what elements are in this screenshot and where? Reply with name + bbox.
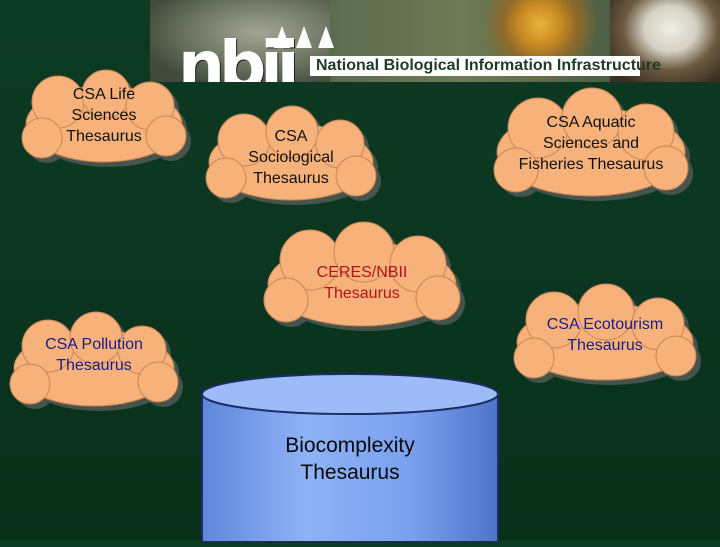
cloud-shape (9, 311, 183, 411)
cloud-aquatic: CSA Aquatic Sciences and Fisheries Thesa… (488, 87, 694, 210)
tagline-text: National Biological Information Infrastr… (316, 57, 661, 74)
cloud-line: Sciences and (542, 135, 640, 152)
cloud-shape (263, 221, 465, 331)
cloud-ceres-nbii: CERES/NBII Thesaurus (258, 221, 466, 338)
cloud-shape (205, 105, 381, 205)
cloud-line: CSA Aquatic (546, 114, 636, 131)
cloud-line: Thesaurus (567, 337, 643, 354)
cloud-line: Thesaurus (253, 170, 329, 187)
cloud-line: Sciences (71, 107, 137, 124)
cloud-line: CSA Life (72, 86, 136, 103)
nbii-logo: nbii (162, 22, 334, 82)
cloud-line: Thesaurus (66, 128, 142, 145)
cloud-shape (21, 69, 191, 167)
cylinder-shape (201, 373, 499, 543)
database-line: Biocomplexity (285, 434, 415, 457)
cloud-line: CERES/NBII (316, 264, 408, 281)
cloud-pollution: CSA Pollution Thesaurus (6, 311, 183, 418)
cloud-line: CSA Pollution (45, 336, 143, 353)
cloud-line: Thesaurus (324, 285, 400, 302)
cloud-line: CSA Ecotourism (546, 316, 664, 333)
cloud-line: Sociological (248, 149, 334, 166)
cloud-sociological: CSA Sociological Thesaurus (200, 105, 382, 212)
cloud-line: Fisheries Thesaurus (518, 156, 664, 173)
tagline-bar (310, 56, 640, 76)
cloud-life-sciences: CSA Life Sciences Thesaurus (18, 69, 191, 172)
database-line: Thesaurus (300, 461, 400, 484)
header-banner: nbii National Biological Information Inf… (150, 0, 720, 82)
cloud-shape (493, 87, 693, 201)
cloud-line: Thesaurus (56, 357, 132, 374)
database-cylinder: Biocomplexity Thesaurus (198, 372, 502, 543)
logo-trees-icon (274, 26, 334, 48)
cloud-ecotourism: CSA Ecotourism Thesaurus (508, 283, 702, 392)
cloud-line: CSA (274, 128, 308, 145)
cloud-shape (513, 283, 701, 385)
